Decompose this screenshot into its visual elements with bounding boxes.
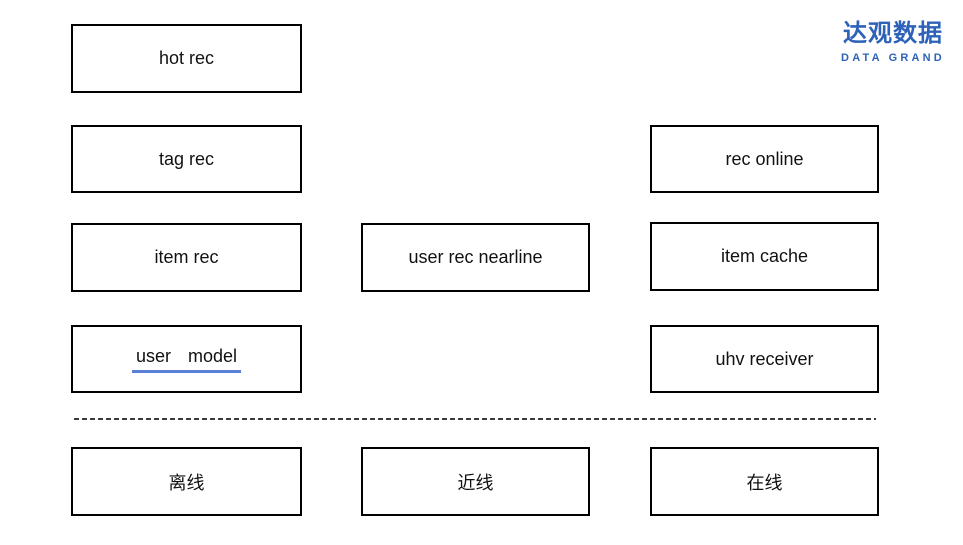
box-lane-nearline-label: 近线 bbox=[457, 472, 494, 493]
box-item-rec-label: item rec bbox=[154, 247, 219, 267]
box-user-model: user model bbox=[71, 325, 302, 393]
box-lane-online-label: 在线 bbox=[746, 472, 783, 493]
box-tag-rec: tag rec bbox=[71, 125, 302, 193]
box-user-rec-nearline-label: user rec nearline bbox=[408, 247, 543, 267]
brand-logo: 达观数据 DATA GRAND bbox=[838, 20, 948, 65]
brand-logo-title: 达观数据 bbox=[843, 20, 943, 47]
box-lane-offline-label: 离线 bbox=[168, 472, 205, 493]
box-user-rec-nearline: user rec nearline bbox=[361, 223, 590, 292]
box-lane-offline: 离线 bbox=[71, 447, 302, 516]
box-item-rec: item rec bbox=[71, 223, 302, 292]
box-lane-online: 在线 bbox=[650, 447, 879, 516]
box-uhv-receiver: uhv receiver bbox=[650, 325, 879, 393]
box-hot-rec: hot rec bbox=[71, 24, 302, 93]
brand-logo-subtitle: DATA GRAND bbox=[841, 52, 945, 65]
box-rec-online: rec online bbox=[650, 125, 879, 193]
box-tag-rec-label: tag rec bbox=[158, 148, 215, 169]
box-lane-nearline: 近线 bbox=[361, 447, 590, 516]
lane-divider-dashed-line bbox=[74, 418, 876, 420]
box-hot-rec-label: hot rec bbox=[158, 48, 215, 68]
box-item-cache-label: item cache bbox=[720, 246, 809, 266]
box-uhv-receiver-label: uhv receiver bbox=[715, 348, 814, 369]
box-user-model-label: user model bbox=[131, 346, 242, 373]
box-item-cache: item cache bbox=[650, 222, 879, 291]
box-rec-online-label: rec online bbox=[725, 148, 804, 169]
